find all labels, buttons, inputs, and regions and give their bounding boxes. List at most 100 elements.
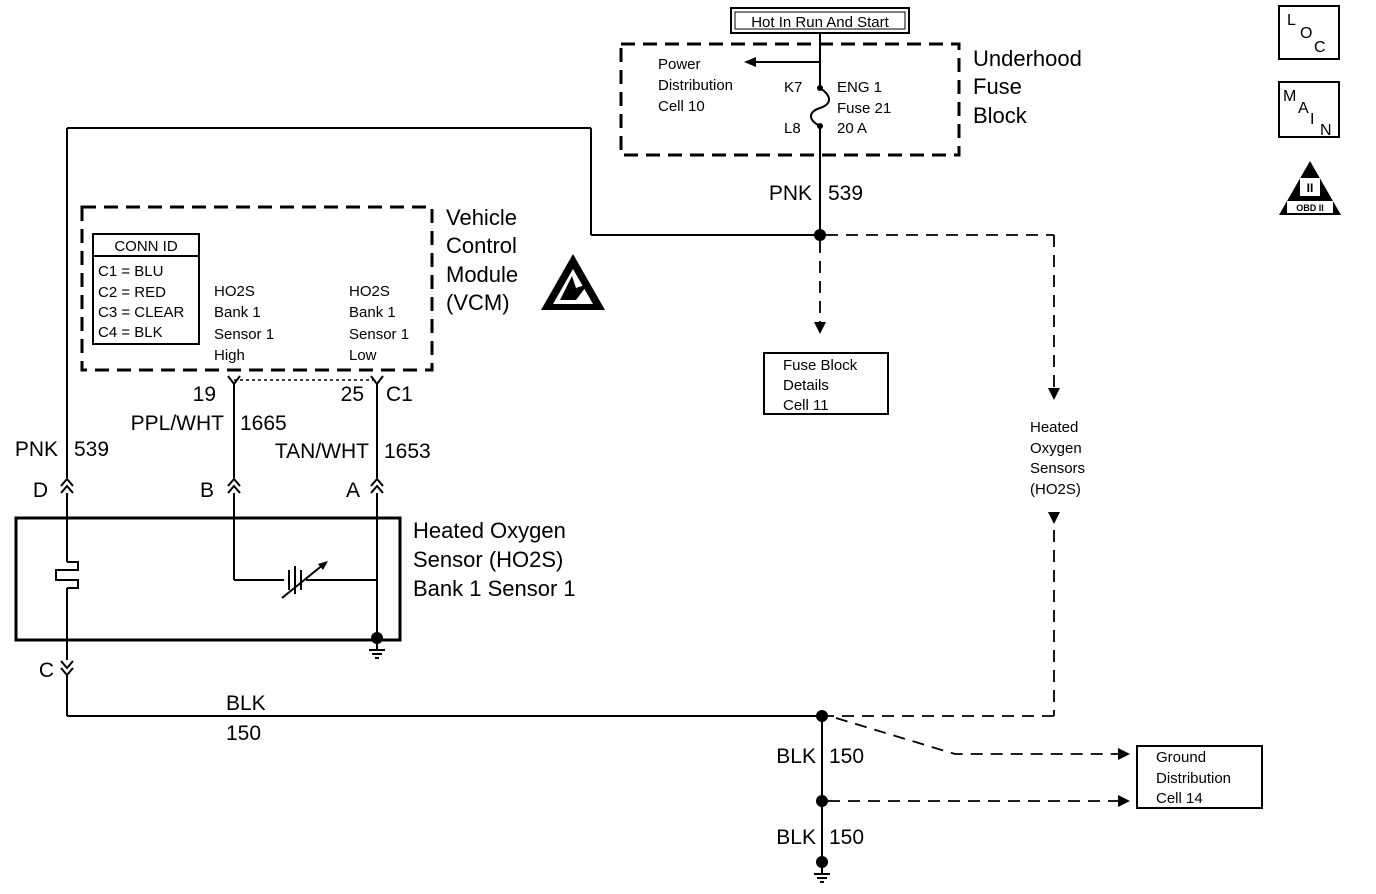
svg-text:C1 = BLU: C1 = BLU <box>98 263 163 280</box>
ground-icon-2 <box>814 868 830 883</box>
power-dist-line-2: Distribution <box>658 77 733 94</box>
arrow-down-icon <box>814 322 826 334</box>
arrow-down-icon-2 <box>1048 388 1060 400</box>
pin-19: 19 <box>193 383 216 406</box>
blk-1-circuit: 150 <box>829 745 864 768</box>
esd-warning-icon <box>541 254 605 310</box>
high-label-3: Sensor 1 <box>214 326 274 343</box>
connector-a-icon <box>370 477 384 494</box>
svg-text:OBD II: OBD II <box>1296 203 1324 213</box>
pin-k7: K7 <box>784 79 802 96</box>
pin-b: B <box>200 479 214 502</box>
ppl-wht-color: PPL/WHT <box>131 412 225 435</box>
blk-2-circuit: 150 <box>829 826 864 849</box>
connector-d-icon <box>60 477 74 494</box>
svg-text:O: O <box>1300 25 1312 42</box>
ppl-wht-circuit: 1665 <box>240 412 287 435</box>
power-dist-line-3: Cell 10 <box>658 98 705 115</box>
ho2s-ref-3: Sensors <box>1030 460 1085 477</box>
arrow-down-icon-3 <box>1048 512 1060 524</box>
blk-main-circuit: 150 <box>226 722 261 745</box>
sensor-title-1: Heated Oxygen <box>413 518 566 543</box>
fuse-details-box <box>763 352 889 415</box>
arrow-right-icon <box>1118 748 1130 760</box>
svg-text:C2 = RED: C2 = RED <box>98 284 166 301</box>
svg-text:L: L <box>1287 12 1296 29</box>
fuse-block-title-3: Block <box>973 103 1028 128</box>
vcm-title-2: Control <box>446 233 517 258</box>
connector-c1: C1 <box>386 383 413 406</box>
pnk-left-color: PNK <box>15 438 58 461</box>
low-label-3: Sensor 1 <box>349 326 409 343</box>
pnk-left-circuit: 539 <box>74 438 109 461</box>
low-label-2: Bank 1 <box>349 304 396 321</box>
svg-text:Hot In Run And Start: Hot In Run And Start <box>751 14 889 31</box>
ground-dist-2: Distribution <box>1156 770 1231 787</box>
fuse-details-3: Cell 11 <box>783 397 829 414</box>
svg-text:C4 = BLK: C4 = BLK <box>98 324 163 341</box>
low-label-4: Low <box>349 347 377 364</box>
splice-ground-3 <box>816 856 828 868</box>
power-source-label: Hot In Run And Start <box>730 7 910 34</box>
loc-badge[interactable]: L O C <box>1278 5 1340 60</box>
arrow-left-icon <box>744 57 756 67</box>
vcm-title-4: (VCM) <box>446 290 510 315</box>
ground-icon <box>369 644 385 659</box>
fuse-line-2: Fuse 21 <box>837 100 891 117</box>
connector-b-icon <box>227 477 241 494</box>
connector-c-icon <box>60 660 74 677</box>
ground-dist-box <box>1136 745 1263 809</box>
conn-id-table: CONN ID C1 = BLU C2 = RED C3 = CLEAR C4 … <box>92 233 200 345</box>
blk-2-color: BLK <box>776 826 816 849</box>
ground-dist-1: Ground <box>1156 749 1206 766</box>
fuse-block-title-1: Underhood <box>973 46 1082 71</box>
svg-text:C3 = CLEAR: C3 = CLEAR <box>98 304 184 321</box>
fuse-line-1: ENG 1 <box>837 79 882 96</box>
sensor-title-3: Bank 1 Sensor 1 <box>413 576 576 601</box>
sensor-ground-splice <box>371 632 383 644</box>
vcm-title-1: Vehicle <box>446 205 517 230</box>
fuse-details-2: Details <box>783 377 829 394</box>
ho2s-ref-2: Oxygen <box>1030 440 1082 457</box>
svg-text:II: II <box>1307 181 1314 195</box>
ho2s-ref-4: (HO2S) <box>1030 481 1081 498</box>
tan-wht-color: TAN/WHT <box>275 440 369 463</box>
svg-text:A: A <box>1298 100 1309 117</box>
sensor-title-2: Sensor (HO2S) <box>413 547 563 572</box>
svg-text:N: N <box>1320 122 1332 139</box>
pin-a: A <box>346 479 360 502</box>
pnk-top-color: PNK <box>769 182 812 205</box>
low-label-1: HO2S <box>349 283 390 300</box>
power-dist-line-1: Power <box>658 56 701 73</box>
svg-text:I: I <box>1310 111 1314 128</box>
fuse-line-3: 20 A <box>837 120 867 137</box>
blk-1-color: BLK <box>776 745 816 768</box>
ho2s-ref-1: Heated <box>1030 419 1078 436</box>
variable-cell-icon <box>281 561 328 599</box>
high-label-4: High <box>214 347 245 364</box>
tan-wht-circuit: 1653 <box>384 440 431 463</box>
svg-text:M: M <box>1283 88 1296 105</box>
underhood-fuse-block <box>619 42 961 157</box>
pnk-top-circuit: 539 <box>828 182 863 205</box>
vcm-box <box>80 205 434 372</box>
high-label-1: HO2S <box>214 283 255 300</box>
arrow-right-icon-2 <box>1118 795 1130 807</box>
main-badge[interactable]: M A I N <box>1278 81 1340 139</box>
fuse-block-title-2: Fuse <box>973 74 1022 99</box>
high-label-2: Bank 1 <box>214 304 261 321</box>
vcm-title-3: Module <box>446 262 518 287</box>
pin-c: C <box>39 659 54 682</box>
obd-ii-badge[interactable]: II OBD II <box>1279 161 1341 215</box>
svg-text:CONN ID: CONN ID <box>114 238 178 255</box>
svg-text:C: C <box>1314 39 1326 56</box>
pin-25: 25 <box>341 383 364 406</box>
pin-d: D <box>33 479 48 502</box>
splice-ground-2 <box>816 795 828 807</box>
blk-main-color: BLK <box>226 692 266 715</box>
ground-dist-3: Cell 14 <box>1156 790 1203 807</box>
heater-element-icon <box>55 561 79 589</box>
fuse-icon <box>810 87 830 127</box>
pin-l8: L8 <box>784 120 801 137</box>
